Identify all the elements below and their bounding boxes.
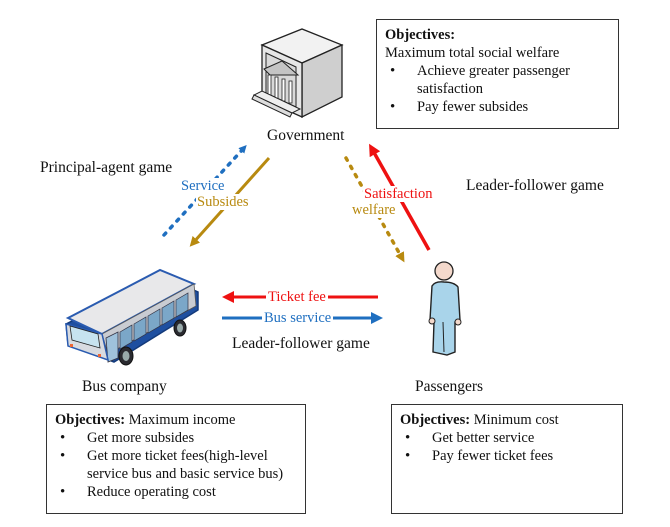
person-icon [428,261,462,356]
bus-company-objective-item: Get more ticket fees(high-level service … [55,447,297,483]
passengers-objectives-box: Objectives: Minimum cost Get better serv… [391,404,623,514]
principal-agent-game-label: Principal-agent game [40,159,173,176]
government-label: Government [267,127,345,144]
government-building-icon [251,28,344,119]
bus-company-objectives-box: Objectives: Maximum income Get more subs… [46,404,306,514]
leader-follower-game-label-right: Leader-follower game [466,177,604,194]
bus-company-objectives-heading: Objectives: Maximum income [55,412,236,428]
ticket-fee-flow-label: Ticket fee [266,289,328,305]
subsides-flow-label: Subsides [196,194,250,210]
government-objectives-summary: Maximum total social welfare [385,45,560,61]
government-objectives-heading: Objectives: [385,27,456,43]
bus-icon [65,268,199,366]
satisfaction-flow-label: Satisfaction [363,186,434,202]
service-flow-label: Service [180,178,226,194]
passengers-objective-item: Pay fewer ticket fees [400,447,614,465]
passengers-objective-item: Get better service [400,429,614,447]
bus-service-arrowhead [371,312,383,324]
government-objective-item: Pay fewer subsides [385,98,610,116]
bus-company-objective-item: Reduce operating cost [55,483,297,501]
passengers-label: Passengers [415,378,484,395]
leader-follower-game-label-bottom: Leader-follower game [232,335,370,352]
government-objective-item: Achieve greater passenger satisfaction [385,62,610,98]
bus-company-label: Bus company [82,378,167,395]
passengers-objectives-heading: Objectives: Minimum cost [400,412,559,428]
welfare-flow-label: welfare [351,202,397,218]
bus-company-objective-item: Get more subsides [55,429,297,447]
bus-service-flow-label: Bus service [262,310,334,326]
government-objectives-box: Objectives: Maximum total social welfare… [376,19,619,129]
